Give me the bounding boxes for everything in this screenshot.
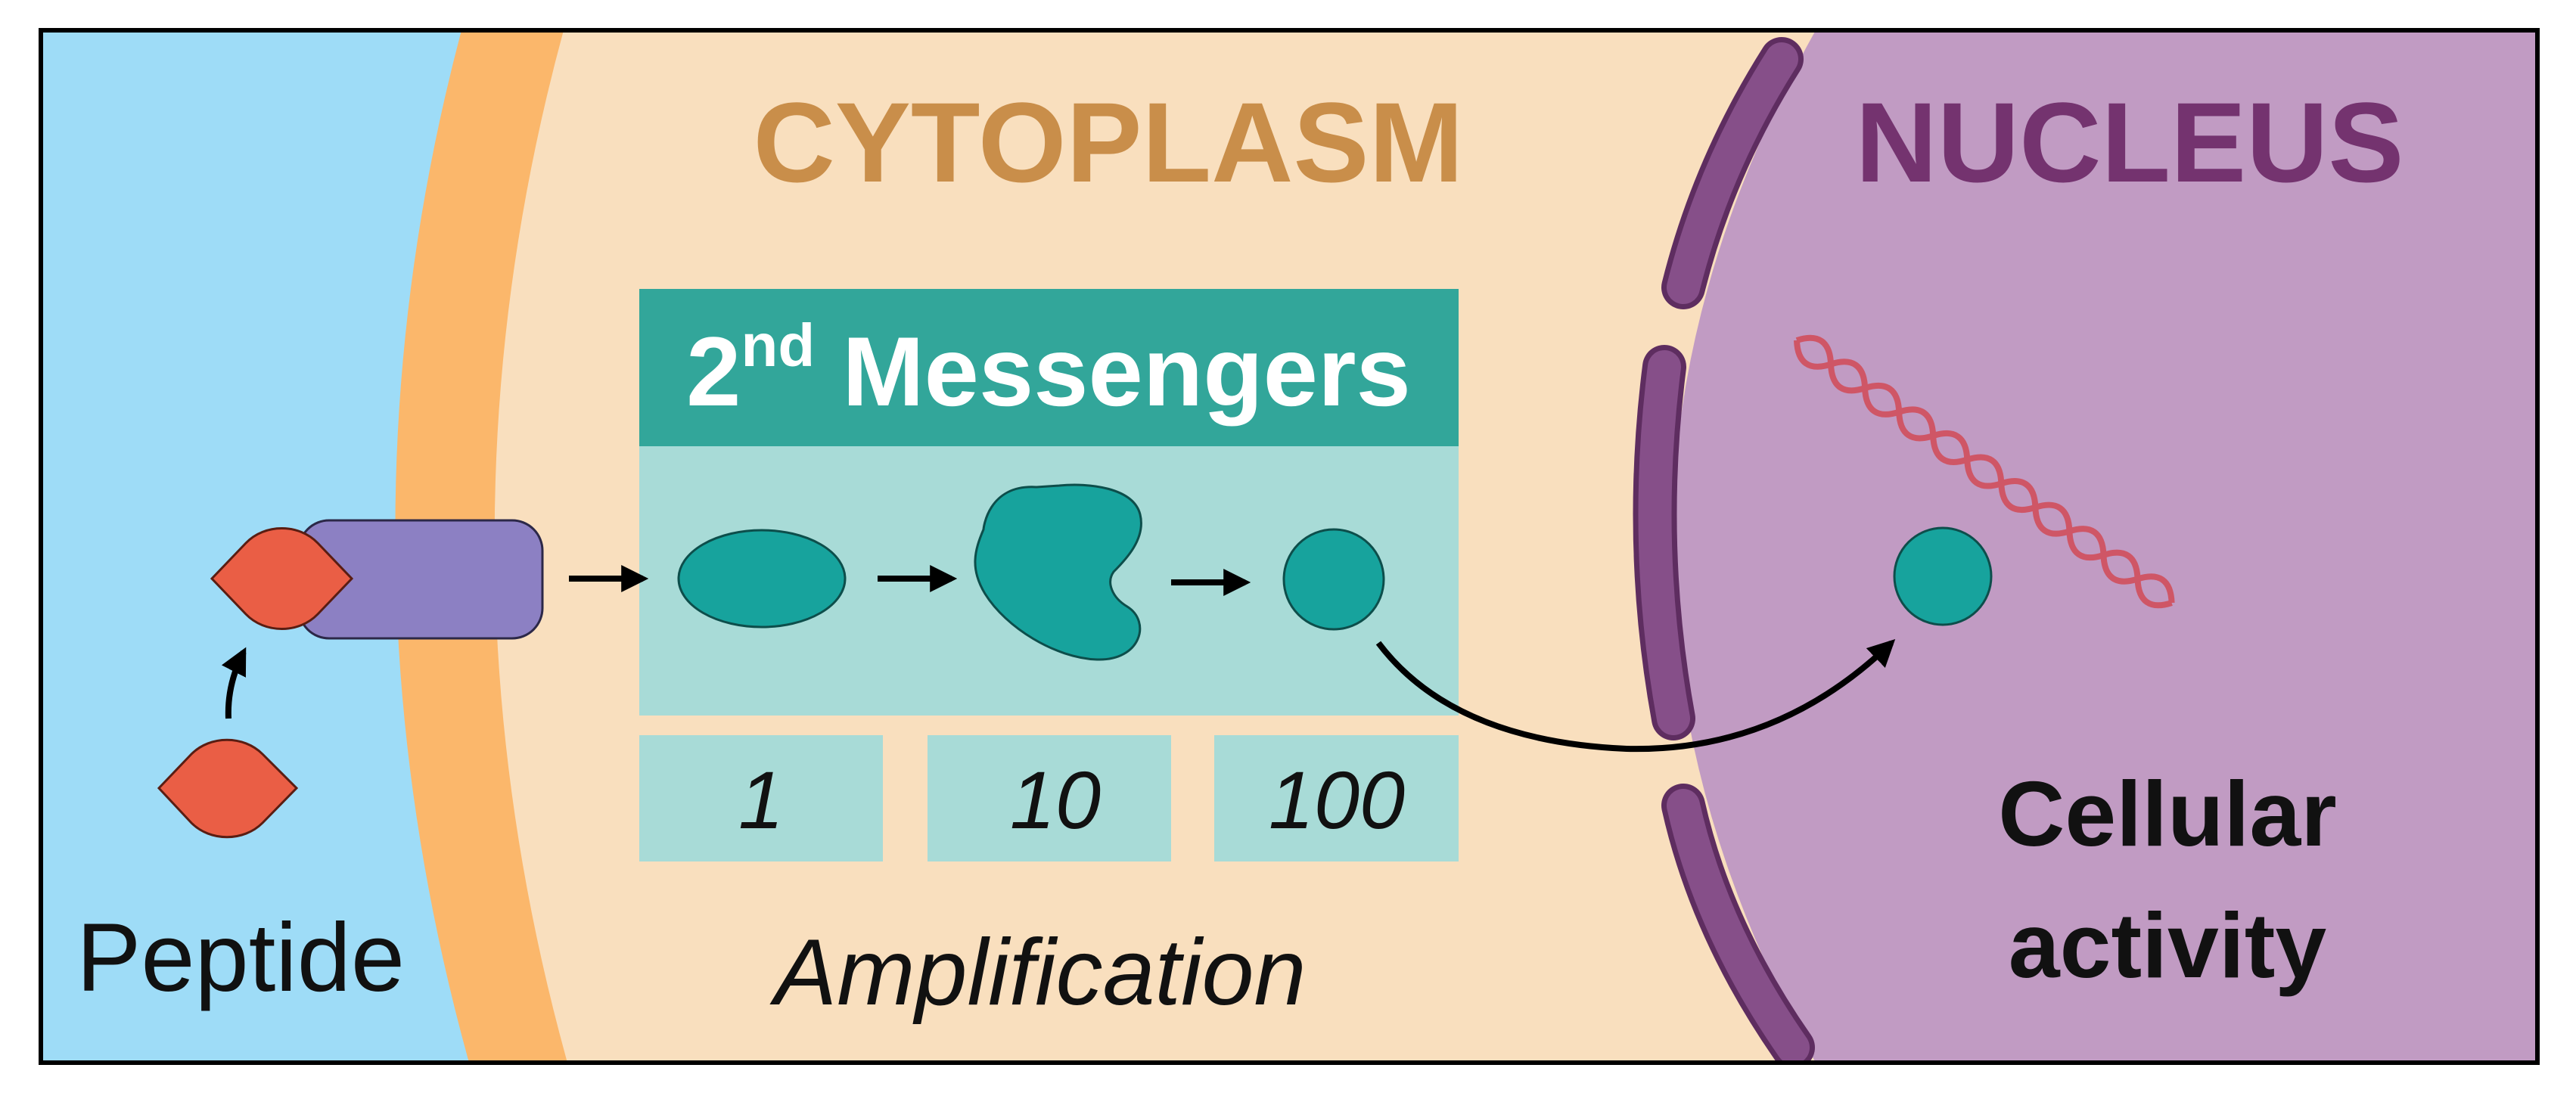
cellular-activity-line1: Cellular (1998, 762, 2337, 865)
messengers-box-title: 2nd Messengers (686, 312, 1411, 427)
nuclear-envelope-segment (1667, 42, 1798, 304)
amplification-label: Amplification (769, 920, 1307, 1025)
messengers-box-header (639, 289, 1459, 446)
arrow-messenger-to-nucleus (1375, 638, 1896, 753)
dna-strand-1 (1795, 334, 2175, 604)
messenger-oval-shape (677, 529, 847, 629)
diagram-frame (39, 28, 2540, 1065)
nuclear-envelope-segment (1638, 350, 1690, 735)
dna-strand-2 (1794, 340, 2173, 609)
count-box-1 (639, 735, 883, 861)
bound-peptide (210, 527, 354, 630)
peptide-label: Peptide (76, 904, 405, 1012)
nucleus-label: NUCLEUS (1855, 79, 2404, 206)
count-box-2 (928, 735, 1171, 861)
nuclear-messenger-circle (1893, 526, 1993, 626)
messenger-heart-shape (974, 483, 1142, 661)
cytoplasm-label: CYTOPLASM (754, 79, 1464, 206)
count-label-2: 10 (1010, 754, 1101, 846)
count-box-3 (1214, 735, 1459, 861)
free-peptide (157, 738, 299, 839)
nuclear-envelope-segment (1667, 789, 1810, 1063)
count-label-1: 1 (738, 754, 784, 846)
cellular-activity-line2: activity (2009, 894, 2327, 997)
messenger-circle-shape (1282, 528, 1385, 631)
dna-helix (1794, 334, 2175, 609)
arrow-peptide-binding (221, 647, 247, 719)
count-label-3: 100 (1269, 754, 1405, 846)
